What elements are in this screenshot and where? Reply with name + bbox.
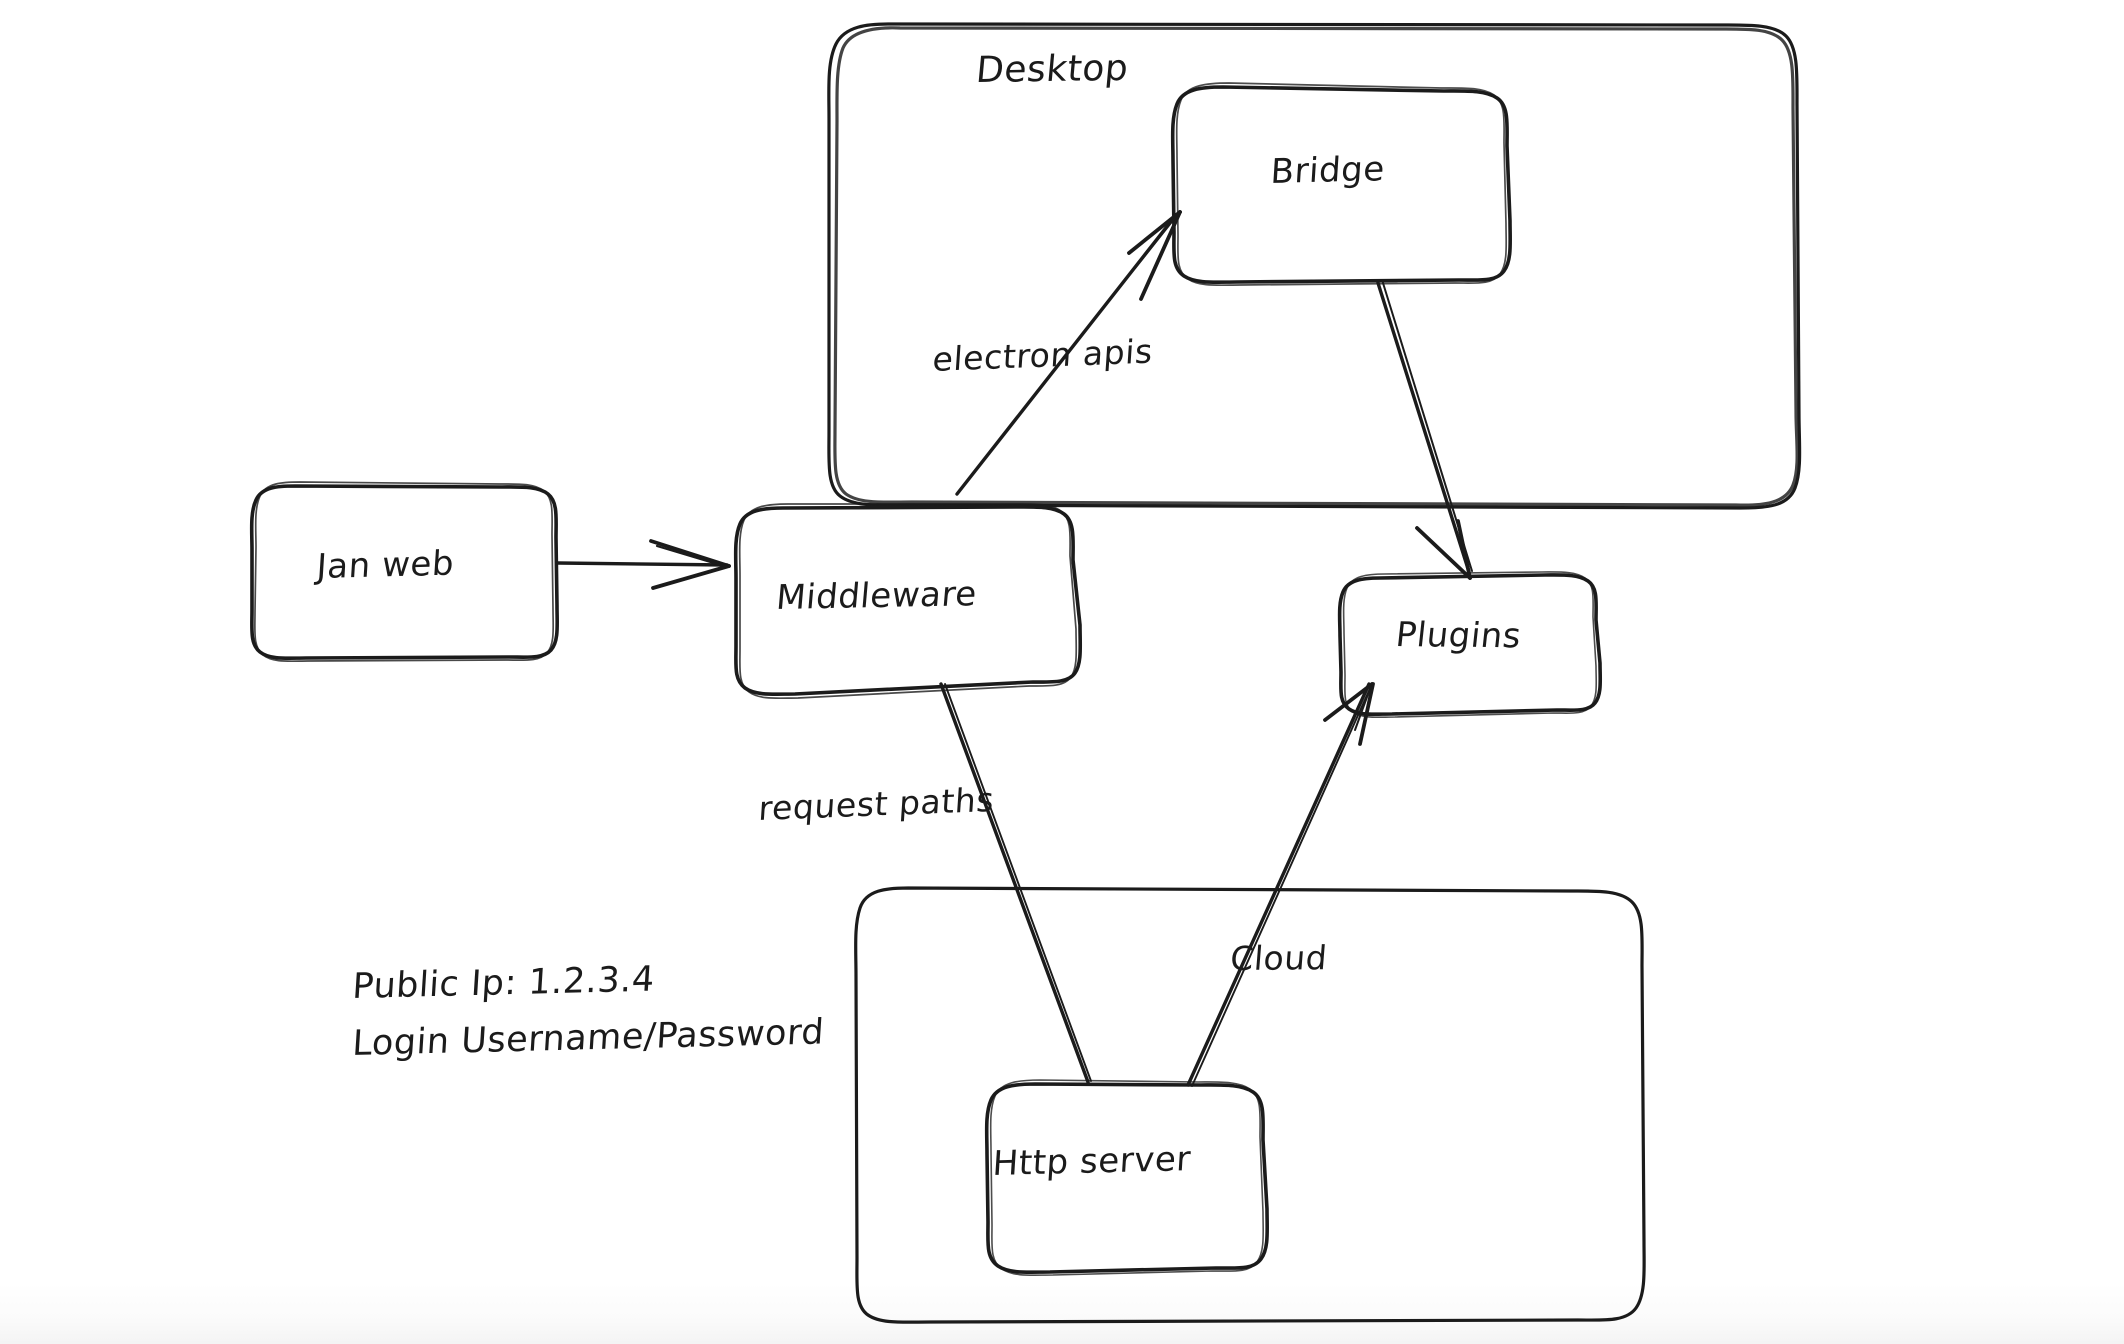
node-label-bridge: Bridge <box>1269 149 1387 192</box>
container-desktop <box>827 22 1802 510</box>
container-cloud <box>854 886 1646 1324</box>
edge-janweb-middleware <box>556 539 731 590</box>
node-bridge[interactable] <box>1170 82 1513 287</box>
container-label-desktop: Desktop <box>974 47 1131 91</box>
edge-middleware-httpserver <box>939 682 1092 1084</box>
node-plugins[interactable] <box>1337 571 1603 719</box>
edge-label-cloud: Cloud <box>1228 938 1329 978</box>
node-jan-web[interactable] <box>249 481 560 663</box>
node-label-http-server: Http server <box>991 1139 1193 1184</box>
node-middleware[interactable] <box>733 503 1083 700</box>
node-label-plugins: Plugins <box>1393 615 1524 657</box>
edge-httpserver-plugins <box>1186 682 1375 1087</box>
note-public-ip: Public Ip: 1.2.3.4 <box>351 959 656 1007</box>
edge-middleware-bridge <box>955 210 1182 496</box>
node-label-middleware: Middleware <box>774 574 979 618</box>
node-label-jan-web: Jan web <box>315 543 456 587</box>
edge-bridge-plugins <box>1376 281 1473 580</box>
node-http-server[interactable] <box>984 1079 1270 1277</box>
